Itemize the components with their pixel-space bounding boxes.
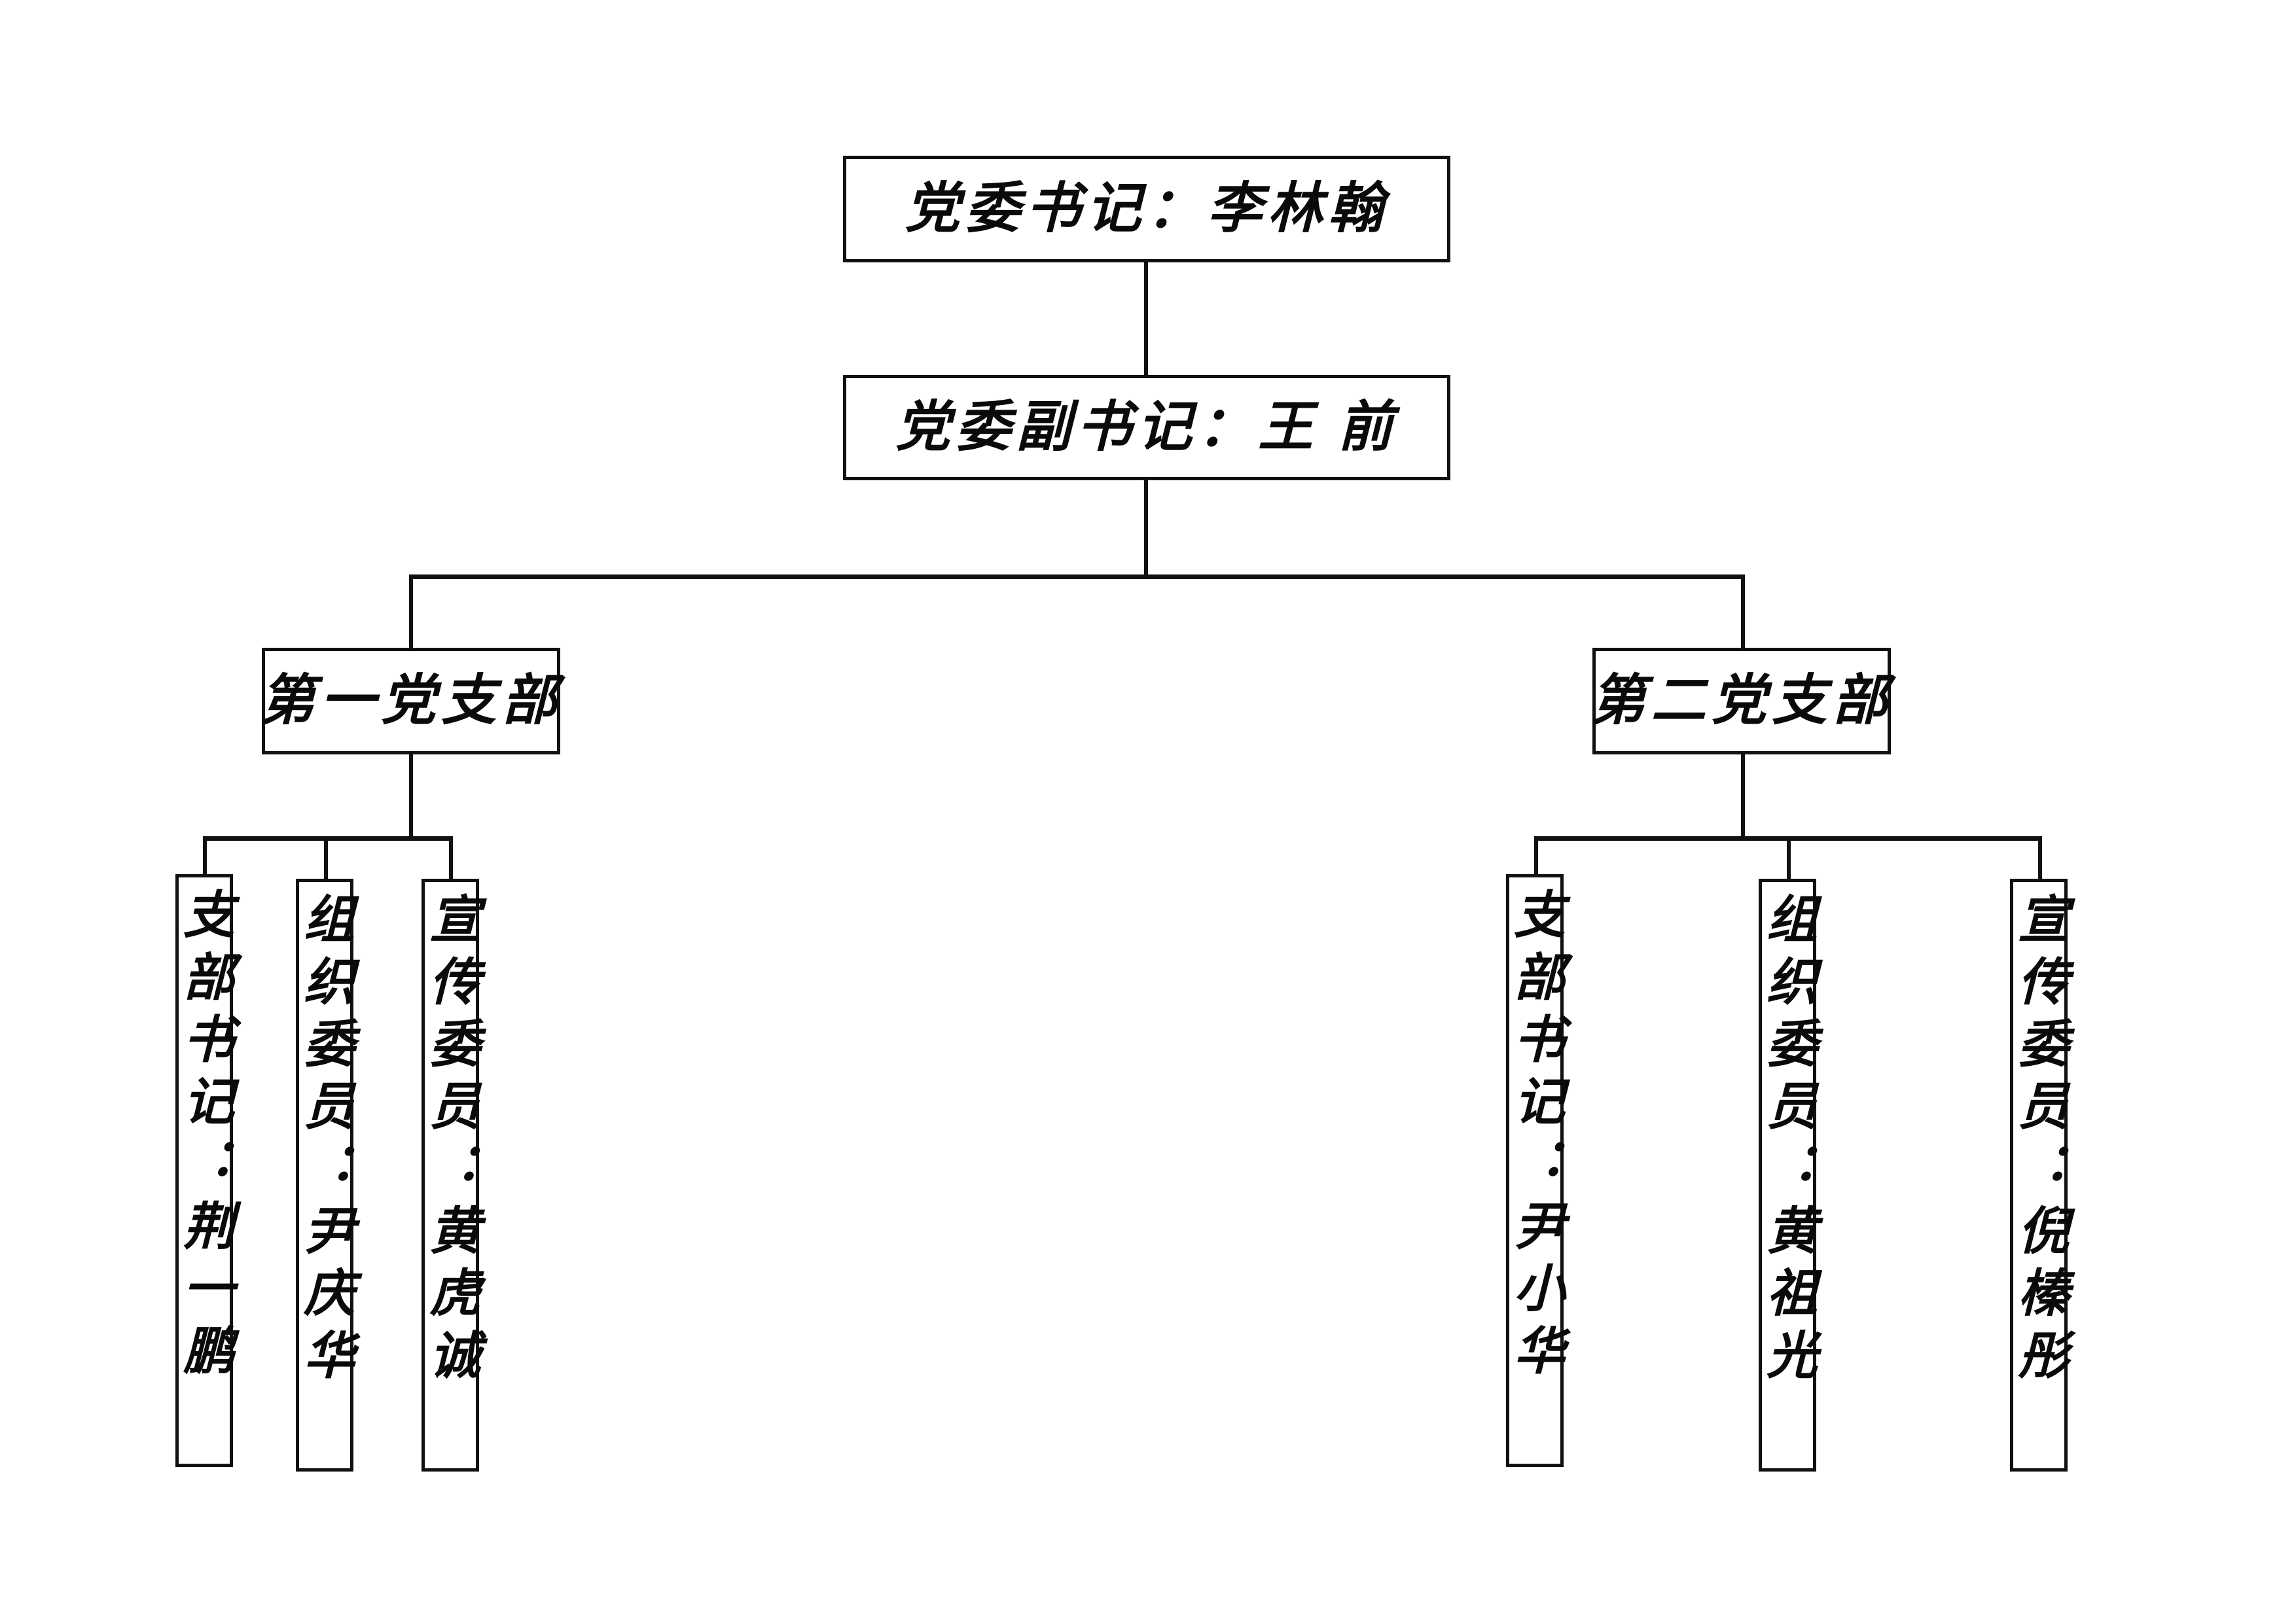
node-branch-1-member-2[interactable]: 组织委员：尹庆华	[296, 879, 353, 1472]
node-party-committee-deputy-secretary[interactable]: 党委副书记：王 前	[843, 375, 1450, 480]
node-party-committee-secretary[interactable]: 党委书记：李林翰	[843, 156, 1450, 262]
node-label-branch-1-member-1: 支部书记：荆一鹏	[176, 888, 233, 1386]
node-label-party-committee-deputy-secretary: 党委副书记：王 前	[895, 397, 1399, 458]
node-label-branch-2-member-2: 组织委员：黄祖光	[1759, 892, 1816, 1391]
node-branch-1-member-3[interactable]: 宣传委员：黄虎诚	[422, 879, 479, 1472]
node-branch-2-member-1[interactable]: 支部书记：尹小华	[1506, 874, 1564, 1467]
connector-deputy-trunk	[1144, 480, 1148, 578]
node-label-branch-1-member-3: 宣传委员：黄虎诚	[422, 892, 479, 1391]
connector-branch-1-trunk	[409, 754, 413, 839]
node-branch-2-member-2[interactable]: 组织委员：黄祖光	[1759, 879, 1816, 1472]
connector-branch-1-leg-1	[203, 836, 207, 877]
node-branch-1[interactable]: 第一党支部	[260, 648, 563, 754]
connector-root-to-deputy	[1144, 262, 1148, 375]
connector-branch-2-leg-2	[1787, 836, 1791, 881]
node-label-branch-1: 第一党支部	[260, 670, 563, 732]
node-branch-2-member-3[interactable]: 宣传委员：倪榛彤	[2010, 879, 2068, 1472]
connector-branch-1-leg-3	[449, 836, 453, 881]
node-label-branch-2-member-3: 宣传委员：倪榛彤	[2011, 892, 2068, 1391]
node-branch-1-member-1[interactable]: 支部书记：荆一鹏	[175, 874, 233, 1467]
node-label-branch-2: 第二党支部	[1590, 670, 1893, 732]
connector-bus-to-branch-1	[409, 574, 413, 649]
connector-bus-to-branch-2	[1741, 574, 1745, 649]
node-label-branch-1-member-2: 组织委员：尹庆华	[296, 892, 353, 1391]
connector-branch-1-leg-2	[324, 836, 328, 881]
connector-branch-2-leg-1	[1534, 836, 1538, 877]
node-label-party-committee-secretary: 党委书记：李林翰	[905, 178, 1389, 239]
connector-branch-2-leg-3	[2038, 836, 2042, 881]
connector-branch-2-trunk	[1741, 754, 1745, 839]
connector-branch-1-member-bus	[203, 836, 453, 841]
node-label-branch-2-member-1: 支部书记：尹小华	[1507, 888, 1564, 1386]
connector-main-bus	[411, 574, 1745, 579]
node-branch-2[interactable]: 第二党支部	[1590, 648, 1893, 754]
